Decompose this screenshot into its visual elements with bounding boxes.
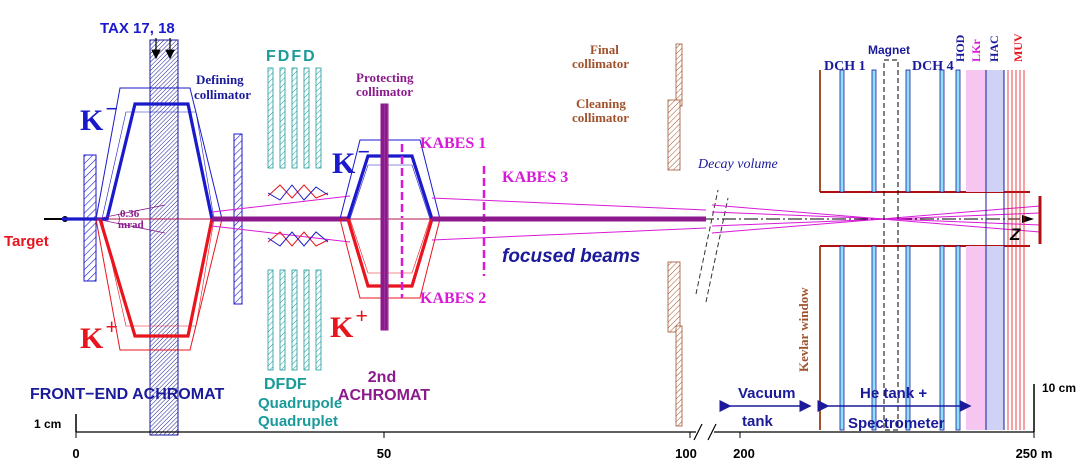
vacuum-label: Vacuum xyxy=(738,385,796,402)
quadrupole-top-group xyxy=(267,67,322,169)
tick-label-50: 50 xyxy=(377,446,391,461)
angle-line xyxy=(95,204,166,220)
protecting-label-2: collimator xyxy=(356,84,413,99)
final-collimator xyxy=(675,43,683,107)
k-plus-label-2: K+ xyxy=(330,303,368,344)
achromat-label: ACHROMAT xyxy=(338,387,430,404)
magnet-label: Magnet xyxy=(868,43,910,57)
final-collimator-bottom xyxy=(675,325,683,427)
he-tank-label: He tank + xyxy=(860,385,927,402)
protecting-collimator xyxy=(380,103,389,331)
dch1-label: DCH 1 xyxy=(824,59,866,74)
k-plus-trajectory-2 xyxy=(346,218,434,288)
defining-label-1: Defining xyxy=(196,72,244,87)
front-end-label: FRONT−END ACHROMAT xyxy=(30,386,224,403)
break-line-2 xyxy=(705,197,729,303)
final-label-2: collimator xyxy=(572,56,629,71)
hod-label: HOD xyxy=(953,34,967,62)
optics-zigzag-top-blue xyxy=(267,184,329,201)
quadrupole-bottom-group xyxy=(267,269,322,371)
decay-volume-label: Decay volume xyxy=(697,157,778,172)
k-plus-trajectory-1 xyxy=(98,218,214,338)
muv-label: MUV xyxy=(1011,33,1025,62)
k-minus-trajectory-2 xyxy=(346,154,434,220)
beam-envelope-bottom-1 xyxy=(211,225,351,243)
scale-1cm-label: 1 cm xyxy=(34,417,61,431)
defining-label-2: collimator xyxy=(194,87,251,102)
lkr-label: LKr xyxy=(969,39,983,62)
tax-absorber xyxy=(149,39,179,436)
k-minus-trajectory-1 xyxy=(62,102,214,221)
k-plus-label-1: K+ xyxy=(80,314,118,355)
tick-label-200: 200 xyxy=(733,446,755,461)
focused-beams-label: focused beams xyxy=(502,246,640,267)
scale-10cm-label: 10 cm xyxy=(1042,381,1076,395)
axis-break-2 xyxy=(707,423,717,441)
axis-break-1 xyxy=(693,423,703,441)
quad-label-2: Quadruplet xyxy=(258,413,338,430)
cleaning-label-1: Cleaning xyxy=(576,96,626,111)
k-minus-label-2: K− xyxy=(332,139,370,180)
tick-label-0: 0 xyxy=(72,446,79,461)
beam-envelope-top-2 xyxy=(431,197,707,211)
optics-zigzag-top-red xyxy=(267,184,329,199)
front-achromat-inner-bottom xyxy=(101,218,215,327)
dch4-label: DCH 4 xyxy=(912,59,954,74)
tick-label-100: 100 xyxy=(675,446,697,461)
cleaning-label-2: collimator xyxy=(572,110,629,125)
angle-arc xyxy=(117,213,120,225)
decay-beam-3 xyxy=(711,211,1041,226)
k-minus-label-1: K− xyxy=(80,96,118,137)
cleaning-collimator-top xyxy=(667,99,681,171)
kabes1-label: KABES 1 xyxy=(420,135,486,152)
spectrometer-region xyxy=(819,59,1042,431)
axis-arrow xyxy=(1022,215,1034,223)
axis-ticks xyxy=(75,432,1035,438)
dfdf-label: DFDF xyxy=(264,376,307,393)
break-line-1 xyxy=(695,189,719,295)
kevlar-label: Kevlar window xyxy=(796,287,811,372)
second-achromat-inner-bottom xyxy=(349,218,431,274)
z-label: Z xyxy=(1009,225,1021,244)
kabes2-label: KABES 2 xyxy=(420,290,486,307)
angle-label-1: 0.36 xyxy=(120,208,140,220)
tank-label: tank xyxy=(742,413,774,430)
angle-label-2: mrad xyxy=(118,219,144,231)
tax-label: TAX 17, 18 xyxy=(100,20,175,37)
angle-line-2 xyxy=(95,218,166,234)
decay-beam-4 xyxy=(711,212,1041,227)
hac-label: HAC xyxy=(987,35,1001,62)
quad-label-1: Quadrupole xyxy=(258,395,342,412)
second-label: 2nd xyxy=(368,369,396,386)
optics-zigzag-bottom-blue xyxy=(267,231,329,247)
final-label-1: Final xyxy=(590,42,619,57)
cleaning-collimator-bottom xyxy=(667,261,681,333)
beam-envelope-bottom-2 xyxy=(431,227,707,241)
protecting-label-1: Protecting xyxy=(356,70,414,85)
spectrometer-label: Spectrometer xyxy=(848,415,945,432)
target-label: Target xyxy=(4,233,49,250)
beam-envelope-top-1 xyxy=(211,195,351,213)
fdfd-label: FDFD xyxy=(266,48,317,65)
kabes3-label: KABES 3 xyxy=(502,169,568,186)
tick-label-250: 250 m xyxy=(1016,446,1053,461)
